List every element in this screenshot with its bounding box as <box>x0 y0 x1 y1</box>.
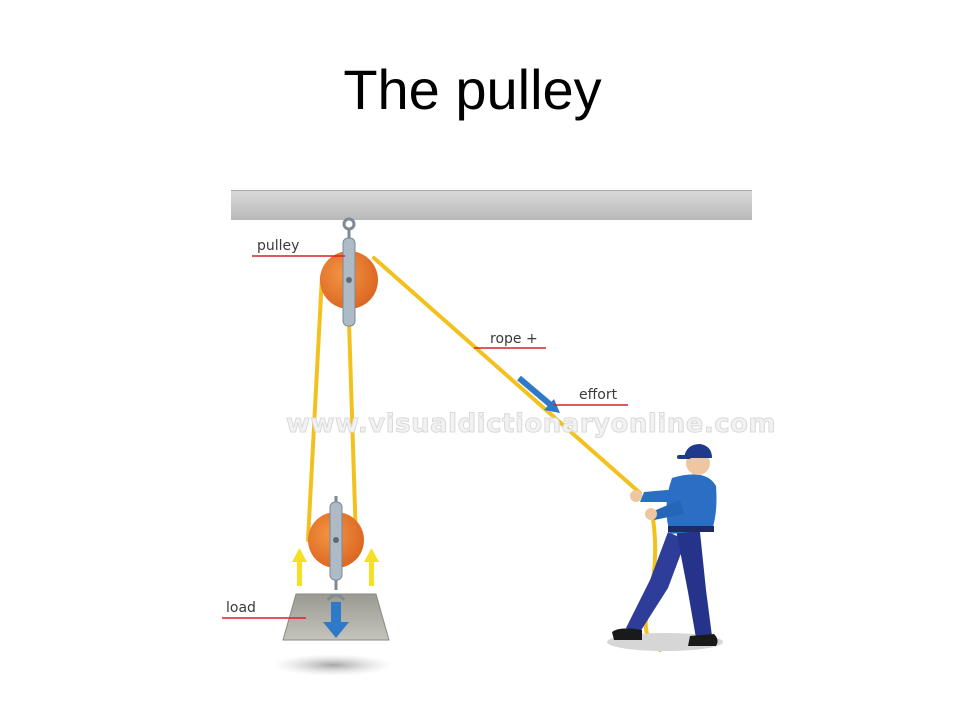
rope-label: rope + <box>490 331 538 347</box>
load-shadow <box>273 654 393 676</box>
lift-arrow-right <box>364 548 379 586</box>
movable-pulley <box>308 496 364 590</box>
effort-label: effort <box>579 387 618 403</box>
load-weight-arrow <box>323 602 349 638</box>
worker-figure <box>607 444 723 651</box>
slide-title: The pulley <box>343 58 602 121</box>
fixed-pulley <box>320 237 378 327</box>
lift-arrow-left <box>292 548 307 586</box>
effort-arrow <box>517 375 560 413</box>
load-label-group: load <box>222 600 306 619</box>
rope-label-group: rope + <box>474 331 546 349</box>
watermark: www.visualdictionaryonline.com <box>286 409 776 439</box>
ceiling-hook <box>342 217 356 240</box>
pulley-label-group: pulley <box>252 238 345 257</box>
rope <box>306 256 662 652</box>
load-label: load <box>226 600 256 616</box>
pulley-label: pulley <box>257 238 299 254</box>
effort-label-group: effort <box>553 387 628 406</box>
ceiling-beam <box>231 190 752 220</box>
